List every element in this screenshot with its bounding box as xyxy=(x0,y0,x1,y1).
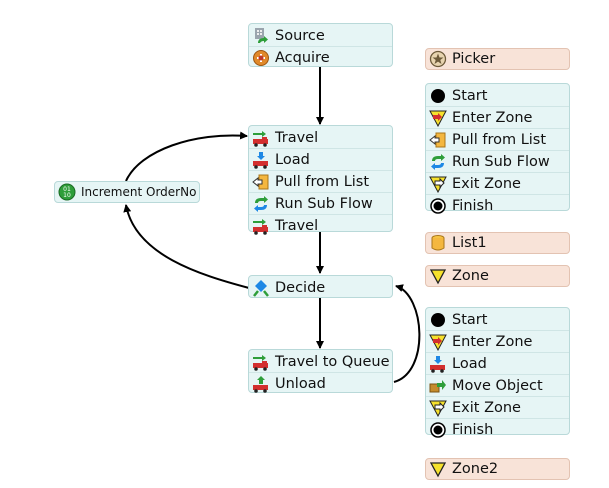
connector-decide-increment xyxy=(123,204,250,289)
activity-label: Run Sub Flow xyxy=(275,195,373,212)
activity-move-object[interactable]: Move Object xyxy=(426,375,569,397)
activity-enter-zone[interactable]: Enter Zone xyxy=(426,331,569,353)
unload-icon xyxy=(252,375,270,393)
resource-picker[interactable]: Picker xyxy=(425,48,570,70)
activity-exit-zone[interactable]: Exit Zone xyxy=(426,397,569,419)
travel-icon xyxy=(252,129,270,147)
connector-increment-travel xyxy=(125,131,248,182)
start-icon xyxy=(429,311,447,329)
activity-finish[interactable]: Finish xyxy=(426,419,569,440)
move-object-icon xyxy=(429,377,447,395)
pull-from-list-icon xyxy=(252,173,270,191)
list-icon xyxy=(429,234,447,252)
activity-run-sub-flow[interactable]: Run Sub Flow xyxy=(249,193,392,215)
activity-finish[interactable]: Finish xyxy=(426,195,569,216)
activity-label: Pull from List xyxy=(452,131,547,148)
exit-zone-icon xyxy=(429,175,447,193)
activity-start[interactable]: Start xyxy=(426,85,569,107)
resource-zone[interactable]: Zone xyxy=(425,265,570,287)
activity-label: Exit Zone xyxy=(452,175,521,192)
pull-from-list-icon xyxy=(429,131,447,149)
activity-label: Travel xyxy=(275,217,319,234)
zone-icon xyxy=(429,267,447,285)
resource-list1[interactable]: List1 xyxy=(425,232,570,254)
load-icon xyxy=(429,355,447,373)
activity-label: Enter Zone xyxy=(452,109,533,126)
enter-zone-icon xyxy=(429,109,447,127)
finish-icon xyxy=(429,421,447,439)
activity-label: Run Sub Flow xyxy=(452,153,550,170)
activity-label: Decide xyxy=(275,279,326,296)
activity-decide[interactable]: Decide xyxy=(249,277,392,298)
activity-run-sub-flow[interactable]: Run Sub Flow xyxy=(426,151,569,173)
resource-label: Zone xyxy=(452,268,489,284)
connector-unload-decide xyxy=(393,284,421,383)
queue-unload-block[interactable]: Travel to Queue Unload xyxy=(248,349,393,393)
decide-icon xyxy=(252,279,270,297)
activity-label: Load xyxy=(452,355,487,372)
travel-icon xyxy=(252,217,270,235)
travel-icon xyxy=(252,353,270,371)
zone-icon xyxy=(429,460,447,478)
decide-block[interactable]: Decide xyxy=(248,275,393,298)
activity-travel-2[interactable]: Travel xyxy=(249,215,392,236)
source-acquire-block[interactable]: Source Acquire xyxy=(248,23,393,67)
activity-load[interactable]: Load xyxy=(426,353,569,375)
activity-travel-to-queue[interactable]: Travel to Queue xyxy=(249,351,392,373)
activity-label: Travel to Queue xyxy=(275,353,390,370)
activity-exit-zone[interactable]: Exit Zone xyxy=(426,173,569,195)
activity-label: Exit Zone xyxy=(452,399,521,416)
activity-label: Travel xyxy=(275,129,319,146)
activity-label: Finish xyxy=(452,197,494,214)
activity-label: Finish xyxy=(452,421,494,438)
activity-label: Move Object xyxy=(452,377,543,394)
resource-label: List1 xyxy=(452,235,487,251)
picker-icon xyxy=(429,50,447,68)
travel-load-block[interactable]: Travel Load Pull from List Run Sub Flow … xyxy=(248,125,393,235)
svg-text:10: 10 xyxy=(63,192,71,199)
activity-acquire[interactable]: Acquire xyxy=(249,47,392,68)
resource-label: Zone2 xyxy=(452,461,499,477)
activity-pull-from-list[interactable]: Pull from List xyxy=(249,171,392,193)
finish-icon xyxy=(429,197,447,215)
activity-label: Increment OrderNo xyxy=(81,185,197,199)
activity-label: Load xyxy=(275,151,310,168)
activity-label: Source xyxy=(275,27,325,44)
activity-label: Pull from List xyxy=(275,173,370,190)
activity-load[interactable]: Load xyxy=(249,149,392,171)
acquire-icon xyxy=(252,49,270,67)
activity-travel[interactable]: Travel xyxy=(249,127,392,149)
exit-zone-icon xyxy=(429,399,447,417)
activity-source[interactable]: Source xyxy=(249,25,392,47)
load-icon xyxy=(252,151,270,169)
zone-flow-1-block[interactable]: Start Enter Zone Pull from List Run Sub … xyxy=(425,83,570,214)
activity-label: Start xyxy=(452,87,488,104)
activity-label: Unload xyxy=(275,375,326,392)
run-sub-flow-icon xyxy=(429,153,447,171)
enter-zone-icon xyxy=(429,333,447,351)
activity-label: Start xyxy=(452,311,488,328)
start-icon xyxy=(429,87,447,105)
activity-pull-from-list[interactable]: Pull from List xyxy=(426,129,569,151)
svg-text:01: 01 xyxy=(63,186,71,193)
activity-enter-zone[interactable]: Enter Zone xyxy=(426,107,569,129)
resource-label: Picker xyxy=(452,51,496,67)
resource-zone2[interactable]: Zone2 xyxy=(425,458,570,480)
activity-start[interactable]: Start xyxy=(426,309,569,331)
run-sub-flow-icon xyxy=(252,195,270,213)
activity-unload[interactable]: Unload xyxy=(249,373,392,394)
activity-label: Enter Zone xyxy=(452,333,533,350)
zone-flow-2-block[interactable]: Start Enter Zone Load Move Object Exit Z… xyxy=(425,307,570,438)
activity-label: Acquire xyxy=(275,49,330,66)
source-icon xyxy=(252,27,270,45)
